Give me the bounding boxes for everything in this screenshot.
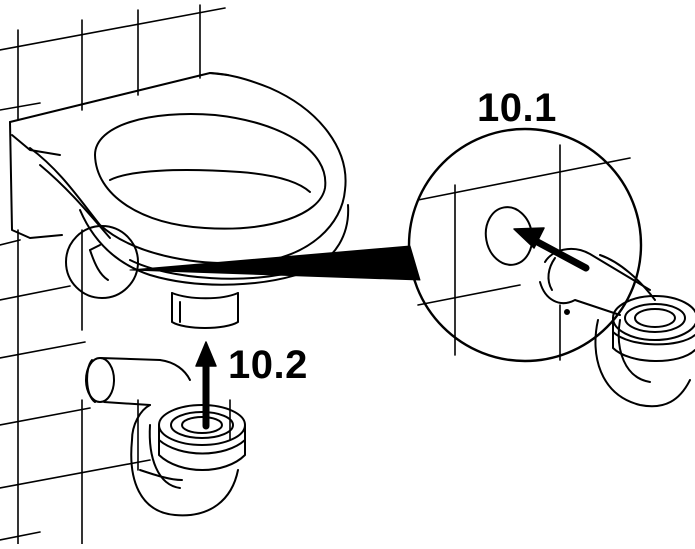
wall-tiles <box>0 4 231 546</box>
trap-pipe-zoom <box>539 247 695 408</box>
step-label-10-2: 10.2 <box>228 343 308 387</box>
callout-connector <box>129 245 421 281</box>
step-label-10-1: 10.1 <box>477 86 557 130</box>
trap-pipe-main <box>85 357 246 517</box>
arrow-up-icon <box>195 341 217 430</box>
arrow-right-left-icon <box>513 227 590 272</box>
detail-marker-circle <box>65 225 139 299</box>
zoom-detail-circle <box>407 127 643 363</box>
toilet-bowl <box>9 72 350 329</box>
